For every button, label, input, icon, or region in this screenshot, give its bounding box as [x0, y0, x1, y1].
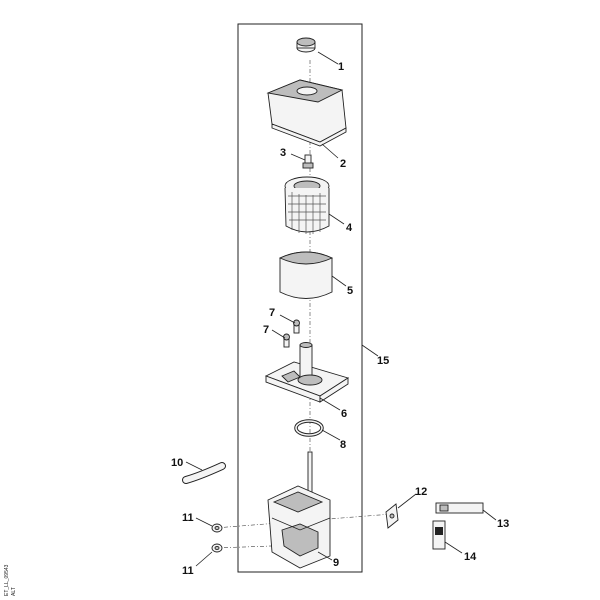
callout-5: 5 [347, 285, 353, 297]
callout-9: 9 [333, 557, 339, 569]
nut-lower[interactable] [211, 543, 223, 553]
nut-upper[interactable] [211, 523, 223, 533]
leader-lines [185, 51, 497, 567]
callout-15: 15 [377, 355, 389, 367]
gasket-ring[interactable] [294, 419, 324, 437]
callout-14: 14 [464, 551, 477, 563]
screw-lower[interactable] [283, 333, 290, 348]
callout-6: 6 [341, 408, 347, 420]
callout-12: 12 [415, 486, 427, 498]
drawing-reference-code: ET_LL_09543 [4, 564, 10, 596]
assembly-frame [237, 23, 363, 573]
callout-8: 8 [340, 439, 346, 451]
callout-2: 2 [340, 158, 346, 170]
callout-7-upper: 7 [269, 307, 275, 319]
foam-filter[interactable] [278, 251, 334, 299]
breather-hose[interactable] [182, 462, 226, 484]
axis-line-upper [214, 513, 393, 529]
air-box-housing[interactable] [267, 451, 331, 569]
callout-1: 1 [338, 61, 344, 73]
flange-gasket[interactable] [385, 503, 399, 529]
warning-label[interactable] [435, 502, 484, 514]
callout-11-upper: 11 [182, 512, 194, 524]
filter-base-plate[interactable] [264, 342, 350, 403]
callout-4: 4 [346, 222, 353, 234]
pre-filter-element[interactable] [284, 176, 330, 234]
callout-11-lower: 11 [182, 565, 194, 577]
wing-nut[interactable] [296, 37, 316, 53]
callout-13: 13 [497, 518, 509, 530]
callout-10: 10 [171, 457, 183, 469]
stud[interactable] [302, 154, 314, 169]
info-sticker[interactable] [432, 520, 446, 550]
axis-line-lower [214, 544, 301, 549]
screw-upper[interactable] [293, 319, 300, 334]
callout-7-lower: 7 [263, 324, 269, 336]
callout-3: 3 [280, 147, 286, 159]
air-filter-cover[interactable] [266, 79, 347, 147]
drawing-reference-suffix: ALT [11, 587, 17, 596]
